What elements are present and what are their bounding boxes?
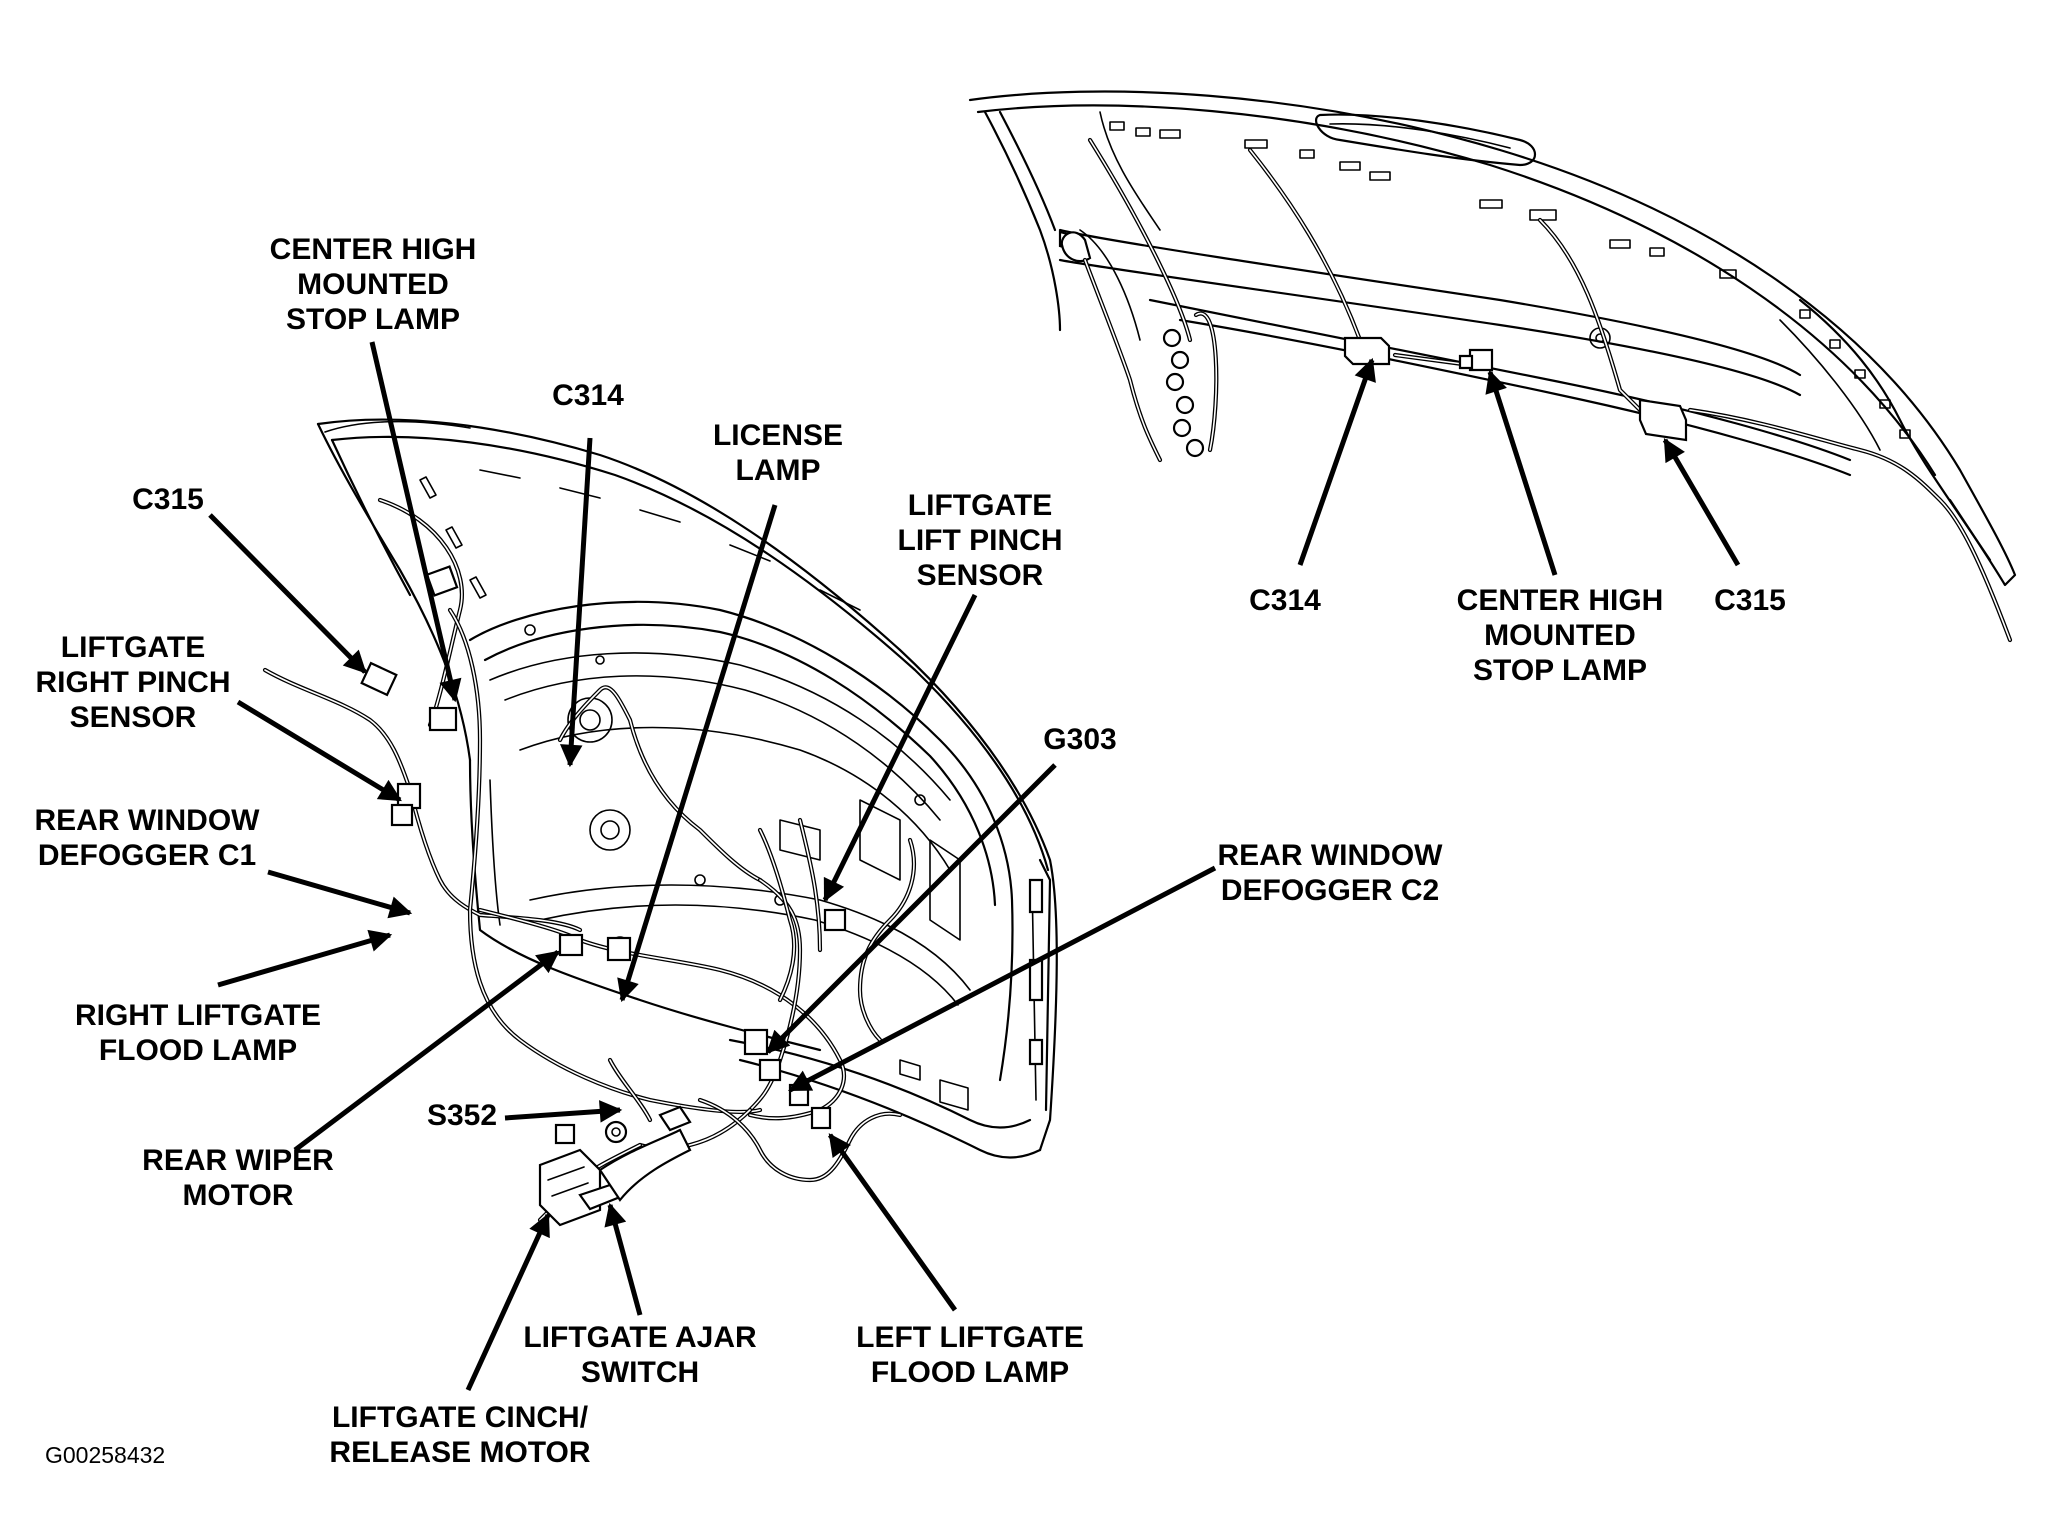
arrow-g303 — [766, 763, 1057, 1054]
arrow-right-flood — [217, 929, 393, 988]
label-s352: S352 — [426, 1099, 498, 1132]
label-defog-c1: REAR WINDOW DEFOGGER C1 — [34, 804, 260, 872]
inset-drawing — [968, 90, 2017, 643]
label-right-flood: RIGHT LIFTGATE FLOOD LAMP — [74, 999, 322, 1067]
arrow-left-flood — [827, 1133, 958, 1312]
label-ajar-switch: LIFTGATE AJAR SWITCH — [523, 1321, 757, 1389]
arrow-chmsl-inset — [1485, 369, 1558, 576]
label-c314-inset: C314 — [1249, 584, 1321, 617]
arrow-s352 — [504, 1100, 623, 1123]
label-wiper-motor: REAR WIPER MOTOR — [142, 1144, 334, 1212]
label-lift-pinch: LIFTGATE LIFT PINCH SENSOR — [897, 489, 1063, 592]
label-cinch-motor: LIFTGATE CINCH/ RELEASE MOTOR — [329, 1401, 591, 1469]
main-connectors — [360, 565, 847, 1227]
arrow-c315-main — [208, 513, 367, 674]
arrow-c314-inset — [1297, 357, 1376, 566]
label-c315-main: C315 — [132, 483, 204, 516]
arrow-license-lamp — [617, 504, 778, 1003]
arrow-chmsl-main — [369, 341, 462, 703]
arrow-defog-c1 — [267, 869, 413, 919]
label-chmsl-inset: CENTER HIGH MOUNTED STOP LAMP — [1456, 584, 1664, 687]
arrow-c315-inset — [1662, 438, 1741, 567]
label-g303: G303 — [1043, 723, 1117, 756]
arrow-lift-pinch — [822, 593, 978, 903]
figure-id: G00258432 — [45, 1442, 166, 1468]
label-c314-main: C314 — [552, 379, 624, 412]
label-left-flood: LEFT LIFTGATE FLOOD LAMP — [856, 1321, 1084, 1389]
label-chmsl-main: CENTER HIGH MOUNTED STOP LAMP — [269, 233, 477, 336]
label-defog-c2: REAR WINDOW DEFOGGER C2 — [1217, 839, 1443, 907]
arrow-defog-c2 — [788, 865, 1217, 1093]
arrow-right-pinch — [236, 699, 402, 803]
arrow-cinch-motor — [465, 1212, 551, 1392]
leader-arrows — [208, 341, 1741, 1392]
label-c315-inset: C315 — [1714, 584, 1786, 617]
label-license-lamp: LICENSE LAMP — [712, 419, 844, 487]
label-right-pinch: LIFTGATE RIGHT PINCH SENSOR — [35, 631, 231, 734]
arrow-ajar-switch — [604, 1202, 643, 1316]
arrow-wiper-motor — [293, 950, 560, 1152]
arrow-c314-main — [560, 437, 593, 768]
